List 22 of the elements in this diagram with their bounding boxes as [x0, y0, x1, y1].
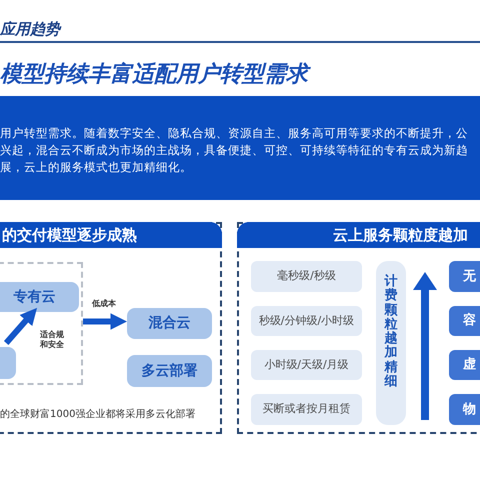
panel-title: 的交付模型逐步成熟: [1, 224, 137, 246]
process-box: 小时级/天级/月级: [251, 350, 362, 380]
vertical-label-pill: 计费颗粒越加精细: [376, 261, 406, 425]
process-box: 容: [449, 306, 480, 336]
text-band: [0, 96, 480, 200]
band-text: 兴起，混合云不断成为市场的主战场，具备便捷、可控、可持续等特征的专有云成为新趋: [0, 143, 468, 157]
process-box: 专有云: [0, 282, 79, 312]
panel: [237, 222, 480, 434]
band-text: 展，云上的服务模式也更加精细化。: [0, 160, 192, 174]
process-box: 无: [449, 261, 480, 292]
process-box: 多云部署: [127, 355, 212, 387]
footnote: 的全球财富1000强企业都将采用多云化部署: [0, 408, 196, 422]
block-arrow: [83, 313, 128, 330]
band-text: 用户转型需求。随着数字安全、隐私合规、资源自主、服务高可用等要求的不断提升，公: [0, 126, 468, 140]
panel: [0, 222, 222, 434]
process-box: 混合云: [127, 308, 212, 339]
panel-title: 云上服务颗粒度越加: [332, 224, 468, 246]
process-box: 秒级/分钟级/小时级: [251, 306, 362, 336]
process-box: 毫秒级/秒级: [251, 261, 362, 292]
process-box: 虚: [449, 350, 480, 380]
process-box: 买断或者按月租赁: [251, 394, 362, 425]
process-box: 物: [449, 394, 480, 425]
